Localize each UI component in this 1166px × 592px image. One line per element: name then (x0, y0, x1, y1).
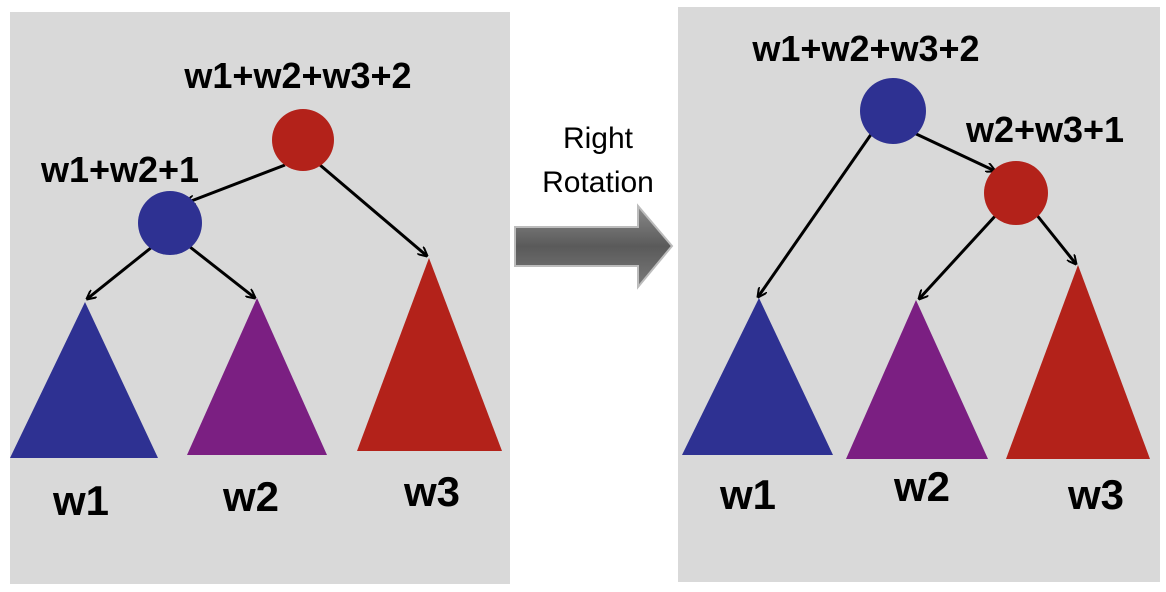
left-child-node (138, 191, 202, 255)
right-child-label: w2+w3+1 (965, 109, 1124, 150)
edge-root-to-w1 (758, 132, 874, 297)
edge-root-to-w3 (319, 163, 427, 256)
subtree-w3-label: w3 (1067, 471, 1124, 518)
subtree-w1-label: w1 (719, 471, 776, 518)
root-node (272, 109, 334, 171)
right-panel: w1+w2+w3+2 w2+w3+1 w1 w2 w3 (678, 7, 1160, 582)
rotation-label-line1: Right (563, 122, 634, 155)
subtree-w2-label: w2 (222, 473, 279, 520)
subtree-w3-triangle (1006, 265, 1150, 459)
subtree-w1-label: w1 (52, 477, 109, 524)
subtree-w3-label: w3 (403, 468, 460, 515)
edge-root-to-right-child (911, 130, 995, 171)
rotation-label-line2: Rotation (542, 166, 654, 199)
root-label: w1+w2+w3+2 (183, 55, 411, 96)
subtree-w2-triangle (187, 298, 327, 455)
left-child-label: w1+w2+1 (40, 149, 199, 190)
subtree-w3-triangle (357, 258, 502, 451)
subtree-w1-triangle (10, 302, 158, 458)
root-node (860, 78, 926, 144)
edge-right-child-to-w2 (919, 212, 999, 299)
edge-left-child-to-w1 (87, 245, 153, 299)
right-child-node (984, 161, 1048, 225)
subtree-w2-label: w2 (893, 463, 950, 510)
left-panel: w1+w2+w3+2 w1+w2+1 w1 w2 w3 (10, 12, 510, 584)
root-label: w1+w2+w3+2 (751, 28, 979, 69)
edge-left-child-to-w2 (189, 245, 255, 298)
subtree-w1-triangle (682, 298, 833, 455)
right-arrow-icon (514, 203, 674, 290)
edge-root-to-left-child (186, 163, 286, 203)
rotation-arrow-group: Right Rotation (514, 122, 674, 290)
edge-right-child-to-w3 (1034, 213, 1076, 264)
subtree-w2-triangle (846, 300, 988, 459)
